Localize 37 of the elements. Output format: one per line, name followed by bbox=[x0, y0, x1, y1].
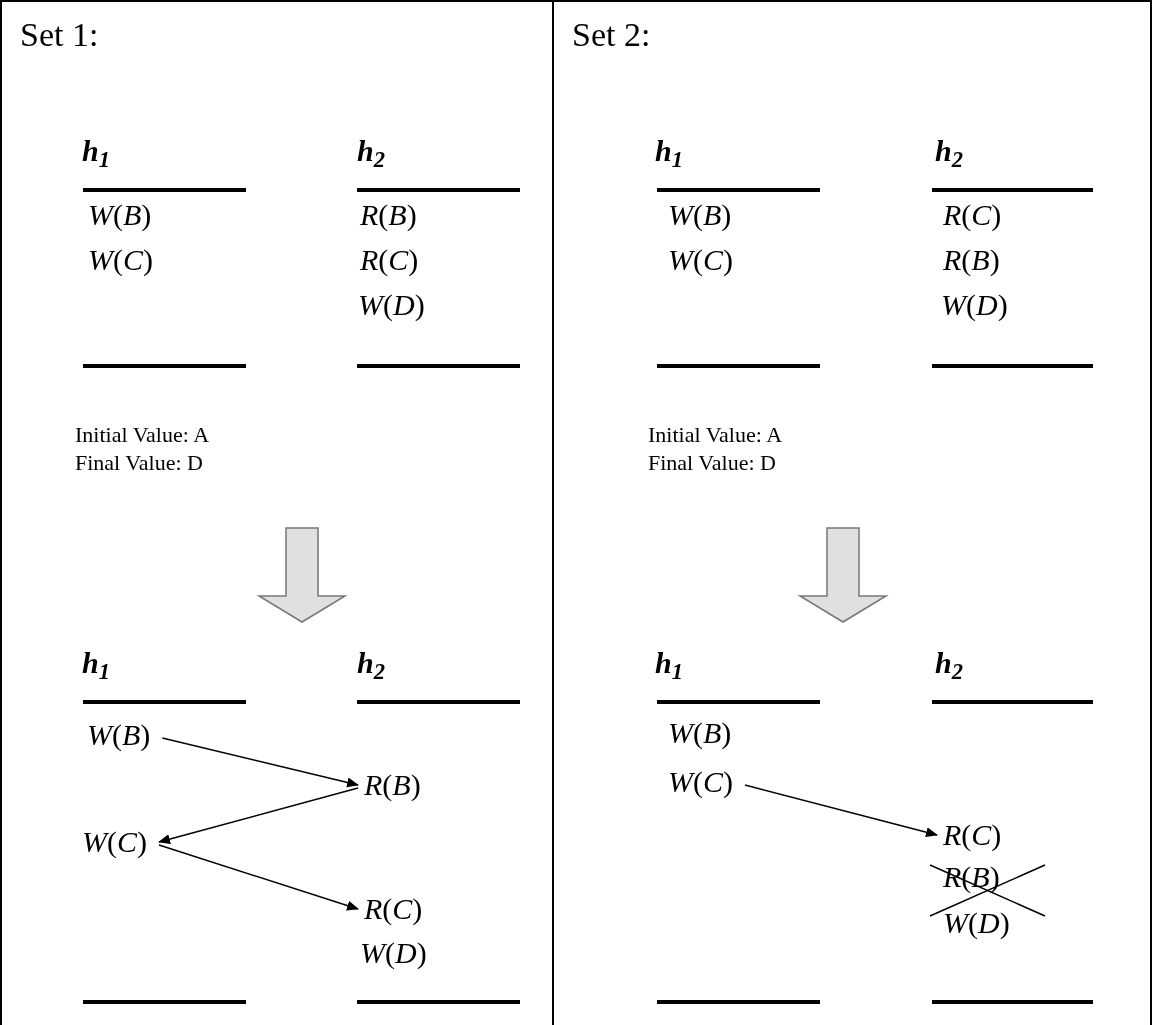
arrow bbox=[744, 784, 938, 838]
history-name: h$_{2}$ bbox=[935, 648, 963, 678]
operation-text: W(C) bbox=[82, 827, 147, 857]
operation-text: W(D) bbox=[360, 938, 427, 968]
history-name: h$_{1}$ bbox=[655, 648, 683, 678]
history-name: h$_{2}$ bbox=[935, 136, 963, 166]
operation-text: R(C) bbox=[360, 245, 419, 275]
arrow bbox=[158, 787, 359, 844]
operation-text: W(B) bbox=[668, 200, 732, 230]
operation-text: R(B) bbox=[943, 245, 1000, 275]
operation-text: W(B) bbox=[88, 200, 152, 230]
history-name: h$_{1}$ bbox=[82, 136, 110, 166]
operation-text: W(D) bbox=[943, 908, 1010, 938]
history-name: h$_{1}$ bbox=[82, 648, 110, 678]
operation-text: R(B) bbox=[360, 200, 417, 230]
value-note: Final Value: D bbox=[648, 452, 776, 474]
operation-text: W(C) bbox=[668, 767, 733, 797]
operation-text: W(D) bbox=[358, 290, 425, 320]
arrow bbox=[158, 844, 359, 911]
panel-title: Set 1: bbox=[20, 18, 99, 52]
value-note: Initial Value: A bbox=[75, 424, 210, 446]
operation-text: R(C) bbox=[364, 894, 423, 924]
history-name: h$_{1}$ bbox=[655, 136, 683, 166]
operation-text: W(C) bbox=[88, 245, 153, 275]
operation-text: W(B) bbox=[87, 720, 151, 750]
operation-text: R(B) bbox=[364, 770, 421, 800]
value-note: Initial Value: A bbox=[648, 424, 783, 446]
arrow bbox=[161, 737, 359, 788]
history-name: h$_{2}$ bbox=[357, 648, 385, 678]
panel-title: Set 2: bbox=[572, 18, 651, 52]
operation-text: R(C) bbox=[943, 200, 1002, 230]
history-name: h$_{2}$ bbox=[357, 136, 385, 166]
operation-text: W(C) bbox=[668, 245, 733, 275]
operation-text: W(B) bbox=[668, 718, 732, 748]
value-note: Final Value: D bbox=[75, 452, 203, 474]
operation-text: W(D) bbox=[941, 290, 1008, 320]
operation-text: R(C) bbox=[943, 820, 1002, 850]
